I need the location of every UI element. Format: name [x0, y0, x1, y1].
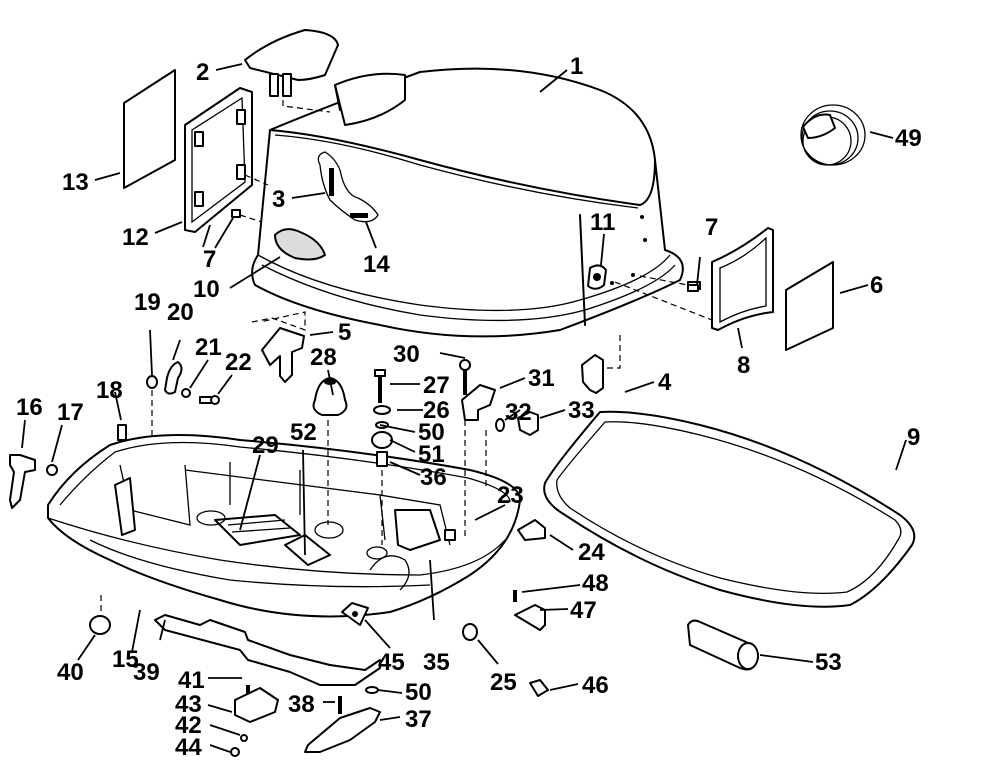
small-parts: [9, 284, 699, 757]
callout-15: 15: [112, 646, 139, 673]
callout-6: 6: [870, 272, 883, 299]
callout-10: 10: [193, 276, 220, 303]
callout-24: 24: [578, 539, 605, 566]
callout-26: 26: [423, 397, 450, 424]
top-cowl: [251, 67, 684, 338]
callout-3: 3: [272, 186, 285, 213]
callout-38: 38: [288, 691, 315, 718]
callout-7-right: 7: [705, 214, 718, 241]
callout-49: 49: [895, 125, 922, 152]
callout-51: 51: [418, 441, 445, 468]
callout-32: 32: [505, 399, 532, 426]
callout-44: 44: [175, 734, 202, 761]
callout-27: 27: [423, 372, 450, 399]
callout-50-upper: 50: [418, 419, 445, 446]
callout-8: 8: [737, 352, 750, 379]
tube: [687, 619, 759, 671]
callout-22: 22: [225, 349, 252, 376]
callout-21: 21: [195, 334, 222, 361]
callout-28: 28: [310, 344, 337, 371]
bracket-5: [251, 311, 306, 383]
decal-right: [785, 261, 834, 351]
callout-12: 12: [122, 224, 149, 251]
callout-52: 52: [290, 419, 317, 446]
callout-48: 48: [582, 570, 609, 597]
callout-46: 46: [582, 672, 609, 699]
decal-left: [123, 69, 176, 189]
bracket-4: [581, 335, 621, 394]
callout-33: 33: [568, 397, 595, 424]
callout-19: 19: [134, 289, 161, 316]
callout-17: 17: [57, 399, 84, 426]
vent-cover: [244, 29, 339, 113]
callout-2: 2: [196, 59, 209, 86]
leader-lines: [21, 63, 907, 753]
callout-42: 42: [175, 712, 202, 739]
callout-50-lower: 50: [405, 679, 432, 706]
callout-36: 36: [420, 464, 447, 491]
callout-5: 5: [338, 319, 351, 346]
cable-coil: [800, 104, 866, 166]
callout-11: 11: [590, 209, 615, 236]
cowl-seal: [543, 410, 916, 608]
callout-30: 30: [393, 341, 420, 368]
callout-9: 9: [907, 424, 920, 451]
callout-25: 25: [490, 669, 517, 696]
callout-39: 39: [133, 659, 160, 686]
callout-37: 37: [405, 706, 432, 733]
callout-31: 31: [528, 365, 555, 392]
callout-14: 14: [363, 251, 390, 278]
bottom-cowl: [47, 434, 521, 626]
callout-7-left: 7: [203, 246, 216, 273]
callout-1: 1: [570, 53, 583, 80]
callout-23: 23: [497, 482, 524, 509]
callout-35: 35: [423, 649, 450, 676]
callout-53: 53: [815, 649, 842, 676]
callout-41: 41: [178, 667, 205, 694]
callout-45: 45: [378, 649, 405, 676]
base-rim: [154, 614, 381, 686]
callout-18: 18: [96, 377, 123, 404]
callout-4: 4: [658, 369, 672, 396]
callout-16: 16: [16, 394, 43, 421]
side-panel-left: [184, 87, 269, 233]
callout-47: 47: [570, 597, 597, 624]
callout-20: 20: [167, 299, 194, 326]
callout-13: 13: [62, 169, 89, 196]
callout-40: 40: [57, 659, 84, 686]
callout-29: 29: [252, 432, 279, 459]
callout-labels: 1 2 3 4 5 6 7 7 8 9 10 11 12 13 14 15 16…: [16, 53, 922, 761]
callout-43: 43: [175, 691, 202, 718]
